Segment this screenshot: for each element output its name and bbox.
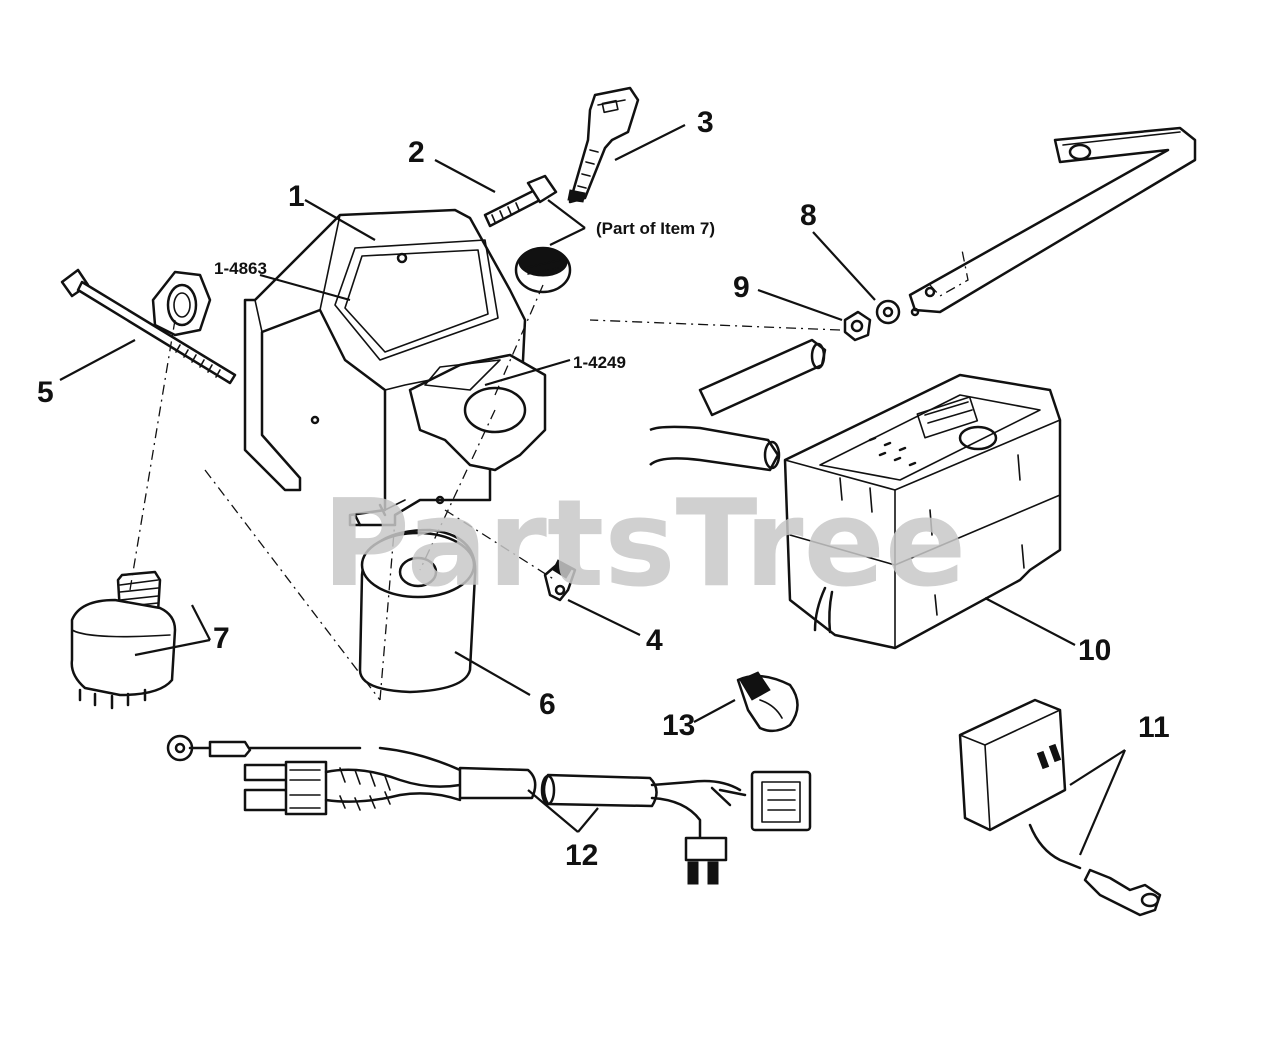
callout-6: 6 [539,688,556,721]
callout-labels: 1 2 3 4 5 6 7 8 9 10 11 12 13 [37,106,1170,872]
phantom-lines [129,284,841,701]
bolt [483,174,558,228]
control-rod [908,126,1197,317]
long-bolt [60,268,237,385]
callout-7: 7 [213,622,230,655]
callout-5: 5 [37,376,54,409]
watermark: PartsTree [322,475,966,614]
callout-2: 2 [408,136,425,169]
callout-8: 8 [800,199,817,232]
leader-lines [59,124,1127,856]
rod-segment [649,338,827,472]
part-of-item-7-note: (Part of Item 7) [596,219,715,238]
wire-harness [166,734,812,885]
callout-1: 1 [288,180,305,213]
part-number-1-4249: 1-4249 [573,353,626,372]
ignition-switch [70,270,212,710]
dash-panel-bracket [243,208,547,527]
ignition-switch-cap [514,246,572,294]
control-box [783,373,1062,650]
harness-clip [736,671,799,733]
part-number-1-4863: 1-4863 [214,259,267,278]
callout-12: 12 [565,839,598,872]
callout-13: 13 [662,709,695,742]
wire-clip [543,559,577,602]
callout-4: 4 [646,624,663,657]
callout-9: 9 [733,271,750,304]
ignition-key [567,86,640,204]
callout-10: 10 [1078,634,1111,667]
callout-3: 3 [697,106,714,139]
callout-11: 11 [1138,711,1170,744]
charger-transformer [958,698,1162,917]
washer [875,299,901,325]
hex-nut [843,310,872,342]
